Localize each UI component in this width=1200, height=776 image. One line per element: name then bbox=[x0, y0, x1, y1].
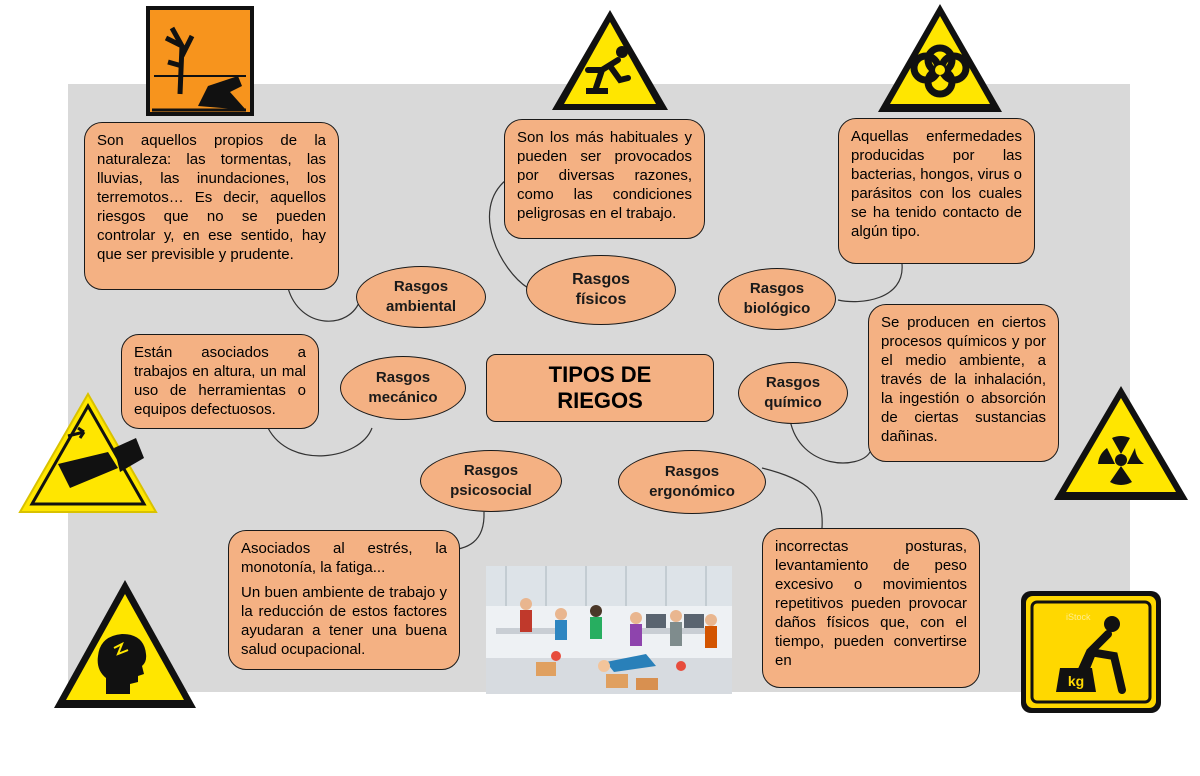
description-quimico-text: Se producen en ciertos procesos químicos… bbox=[881, 314, 1046, 445]
category-fisicos: Rasgos físicos bbox=[526, 255, 676, 325]
diagram-title: TIPOS DE RIEGOS bbox=[486, 354, 714, 422]
description-ambiental: Son aquellos propios de la naturaleza: l… bbox=[84, 122, 339, 290]
category-ergonomico-label: Rasgos ergonómico bbox=[649, 463, 735, 500]
description-psicosocial-text-1: Asociados al estrés, la monotonía, la fa… bbox=[241, 540, 447, 576]
category-mecanico-label: Rasgos mecánico bbox=[368, 369, 438, 406]
radiation-icon bbox=[1052, 384, 1190, 502]
head-stress-icon bbox=[52, 578, 198, 710]
description-mecanico-text: Están asociados a trabajos en altura, un… bbox=[134, 344, 306, 418]
hand-crush-icon bbox=[18, 392, 158, 514]
category-ambiental-label: Rasgos ambiental bbox=[385, 278, 457, 315]
description-biologico-text: Aquellas enfermedades producidas por las… bbox=[851, 128, 1022, 240]
description-biologico: Aquellas enfermedades producidas por las… bbox=[838, 118, 1035, 264]
description-quimico: Se producen en ciertos procesos químicos… bbox=[868, 304, 1059, 462]
description-psicosocial: Asociados al estrés, la monotonía, la fa… bbox=[228, 530, 460, 670]
category-psicosocial: Rasgos psicosocial bbox=[420, 450, 562, 512]
description-mecanico: Están asociados a trabajos en altura, un… bbox=[121, 334, 319, 429]
description-ergonomico-text: incorrectas posturas, levantamiento de p… bbox=[775, 538, 967, 669]
heavy-lifting-icon: kg iStock bbox=[1020, 590, 1162, 714]
environment-hazard-icon bbox=[146, 6, 254, 116]
category-biologico: Rasgos biológico bbox=[718, 268, 836, 330]
category-fisicos-label: Rasgos físicos bbox=[572, 271, 630, 308]
category-mecanico: Rasgos mecánico bbox=[340, 356, 466, 420]
stock-watermark: iStock bbox=[1066, 612, 1091, 622]
category-ergonomico: Rasgos ergonómico bbox=[618, 450, 766, 514]
category-quimico: Rasgos químico bbox=[738, 362, 848, 424]
trip-hazard-icon bbox=[550, 8, 670, 112]
biohazard-icon bbox=[876, 2, 1004, 114]
category-biologico-label: Rasgos biológico bbox=[743, 280, 811, 317]
category-psicosocial-label: Rasgos psicosocial bbox=[450, 462, 532, 499]
description-fisicos-text: Son los más habituales y pueden ser prov… bbox=[517, 129, 692, 222]
office-accident-illustration bbox=[486, 566, 732, 694]
category-ambiental: Rasgos ambiental bbox=[356, 266, 486, 328]
category-quimico-label: Rasgos químico bbox=[764, 374, 822, 411]
description-ambiental-text: Son aquellos propios de la naturaleza: l… bbox=[97, 132, 326, 263]
description-fisicos: Son los más habituales y pueden ser prov… bbox=[504, 119, 705, 239]
description-ergonomico: incorrectas posturas, levantamiento de p… bbox=[762, 528, 980, 688]
description-psicosocial-text-2: Un buen ambiente de trabajo y la reducci… bbox=[241, 584, 447, 658]
kg-label: kg bbox=[1068, 673, 1084, 689]
diagram-title-text: TIPOS DE RIEGOS bbox=[548, 362, 652, 413]
